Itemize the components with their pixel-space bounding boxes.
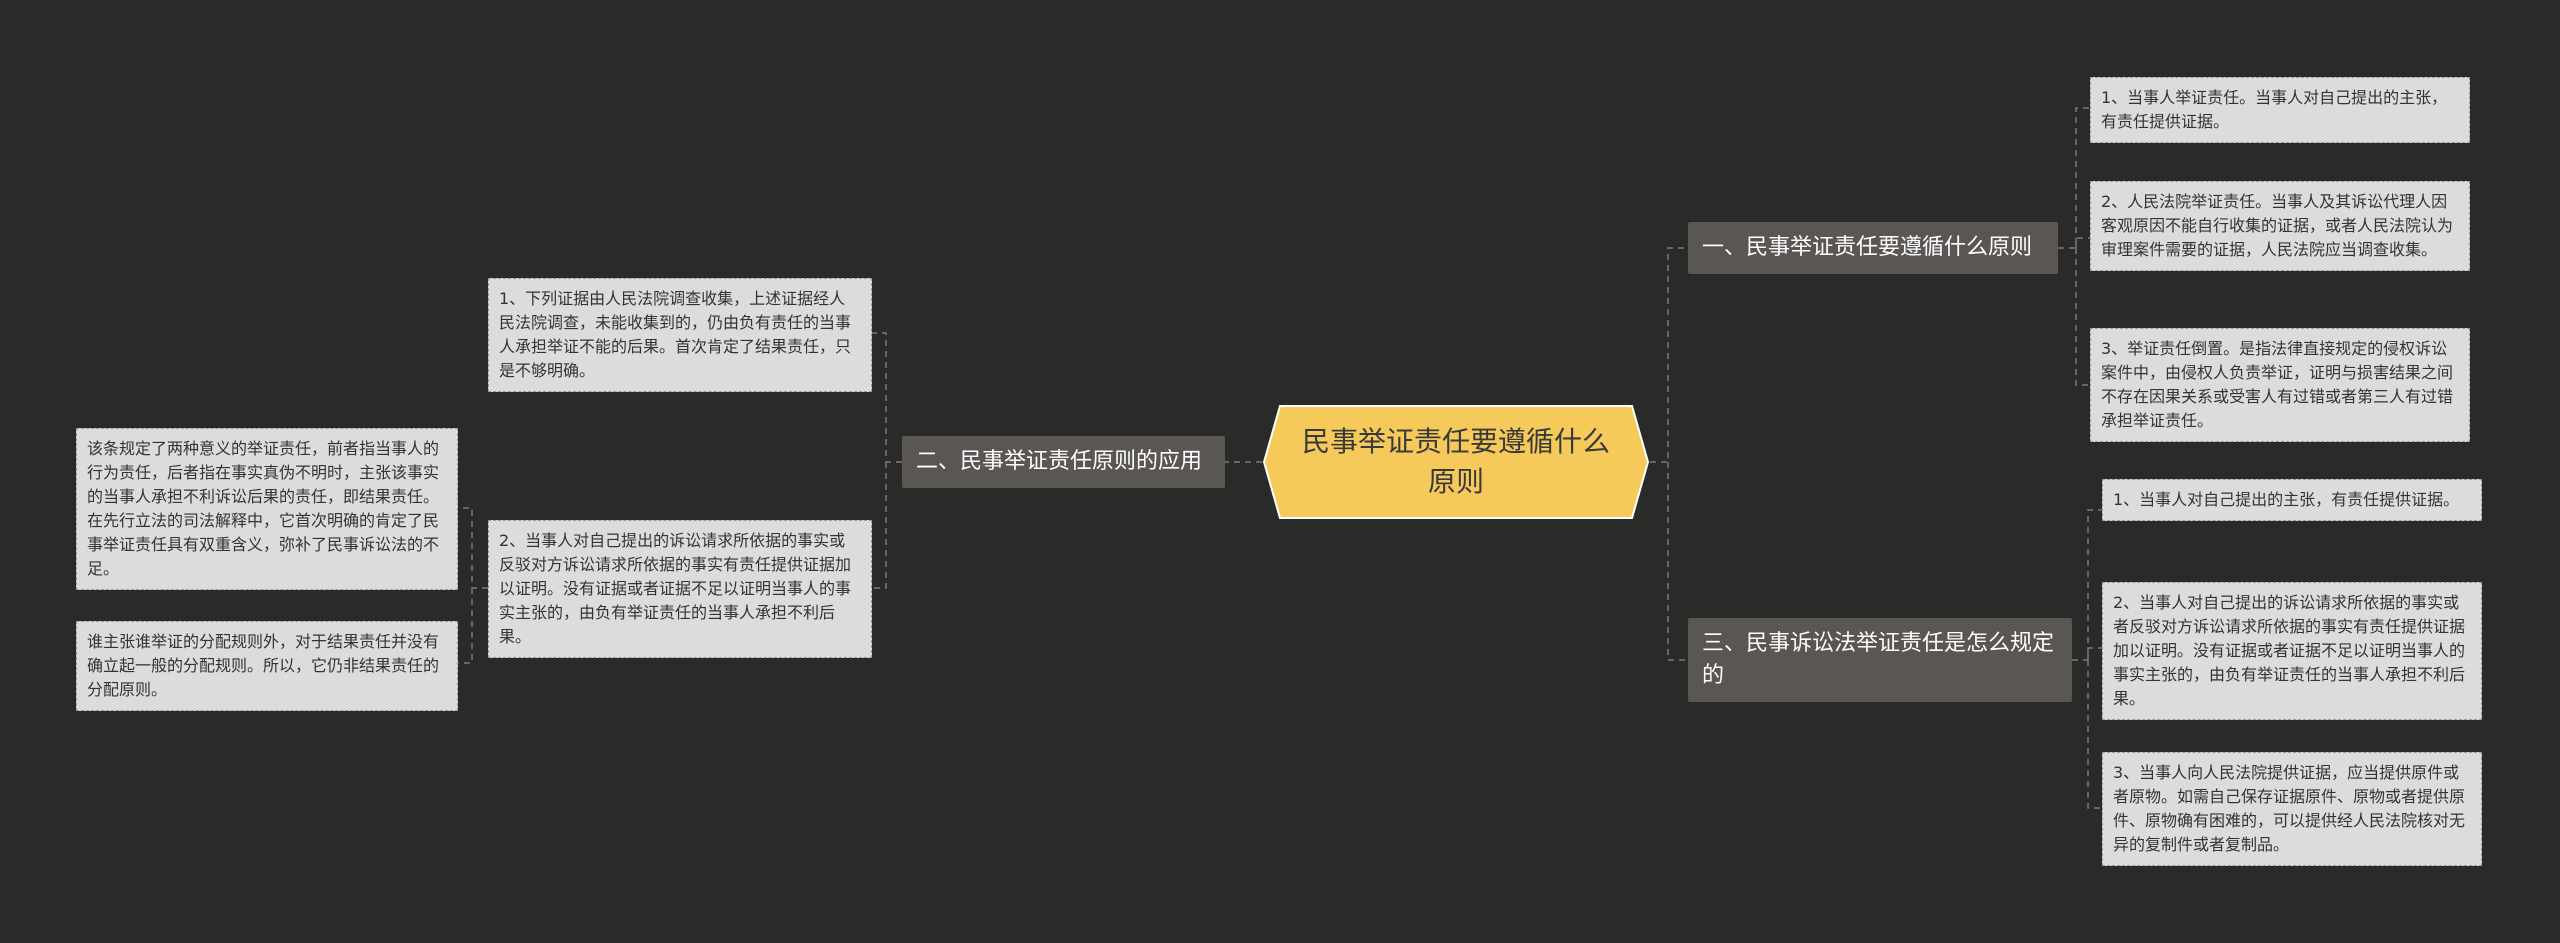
leaf-node-court-burden[interactable]: 2、人民法院举证责任。当事人及其诉讼代理人因客观原因不能自行收集的证据，或者人民… [2090,181,2470,271]
connector-b2-leaves [872,332,902,589]
leaf-node-court-collection[interactable]: 1、下列证据由人民法院调查收集，上述证据经人民法院调查，未能收集到的，仍由负有责… [488,278,872,392]
leaf-node-party-burden[interactable]: 1、当事人举证责任。当事人对自己提出的主张，有责任提供证据。 [2090,77,2470,143]
leaf-text: 1、当事人举证责任。当事人对自己提出的主张，有责任提供证据。 [2101,88,2448,131]
leaf-text: 谁主张谁举证的分配规则外，对于结果责任并没有确立起一般的分配规则。所以，它仍非结… [87,632,440,699]
leaf-node-dual-meaning[interactable]: 该条规定了两种意义的举证责任，前者指当事人的行为责任，后者指在事实真伪不明时，主… [76,428,458,590]
leaf-text: 该条规定了两种意义的举证责任，前者指当事人的行为责任，后者指在事实真伪不明时，主… [87,439,440,578]
leaf-text: 3、当事人向人民法院提供证据，应当提供原件或者原物。如需自己保存证据原件、原物或… [2113,763,2466,854]
leaf-node-allocation-rule[interactable]: 谁主张谁举证的分配规则外，对于结果责任并没有确立起一般的分配规则。所以，它仍非结… [76,621,458,711]
leaf-node-reversed-burden[interactable]: 3、举证责任倒置。是指法律直接规定的侵权诉讼案件中，由侵权人负责举证，证明与损害… [2090,328,2470,442]
leaf-text: 2、当事人对自己提出的诉讼请求所依据的事实或反驳对方诉讼请求所依据的事实有责任提… [499,531,852,646]
leaf-text: 3、举证责任倒置。是指法律直接规定的侵权诉讼案件中，由侵权人负责举证，证明与损害… [2101,339,2454,430]
leaf-text: 2、人民法院举证责任。当事人及其诉讼代理人因客观原因不能自行收集的证据，或者人民… [2101,192,2454,259]
leaf-node-claim-evidence[interactable]: 1、当事人对自己提出的主张，有责任提供证据。 [2102,479,2482,521]
leaf-node-rebuttal-evidence[interactable]: 2、当事人对自己提出的诉讼请求所依据的事实或者反驳对方诉讼请求所依据的事实有责任… [2102,582,2482,720]
branch-label: 三、民事诉讼法举证责任是怎么规定的 [1702,631,2055,688]
connector-l2-leaves [458,507,488,664]
connector-root-b3 [1667,462,1688,661]
leaf-text: 1、下列证据由人民法院调查收集，上述证据经人民法院调查，未能收集到的，仍由负有责… [499,289,852,380]
root-hexagon [1262,405,1650,519]
root-node[interactable]: 民事举证责任要遵循什么原则 [1262,404,1650,520]
connector-root-b1 [1650,247,1688,463]
leaf-node-party-proof[interactable]: 2、当事人对自己提出的诉讼请求所依据的事实或反驳对方诉讼请求所依据的事实有责任提… [488,520,872,658]
leaf-text: 2、当事人对自己提出的诉讼请求所依据的事实或者反驳对方诉讼请求所依据的事实有责任… [2113,593,2466,708]
root-label: 民事举证责任要遵循什么原则 [1301,425,1610,498]
branch-node-application[interactable]: 二、民事举证责任原则的应用 [902,436,1225,488]
connector-b3-leaves [2072,509,2102,809]
branch-node-civil-procedure[interactable]: 三、民事诉讼法举证责任是怎么规定的 [1688,618,2072,702]
branch-label: 一、民事举证责任要遵循什么原则 [1702,235,2033,260]
branch-label: 二、民事举证责任原则的应用 [916,449,1203,474]
connector-b1-leaves [2058,107,2090,386]
leaf-text: 1、当事人对自己提出的主张，有责任提供证据。 [2113,490,2460,509]
leaf-node-original-evidence[interactable]: 3、当事人向人民法院提供证据，应当提供原件或者原物。如需自己保存证据原件、原物或… [2102,752,2482,866]
branch-node-principles[interactable]: 一、民事举证责任要遵循什么原则 [1688,222,2058,274]
